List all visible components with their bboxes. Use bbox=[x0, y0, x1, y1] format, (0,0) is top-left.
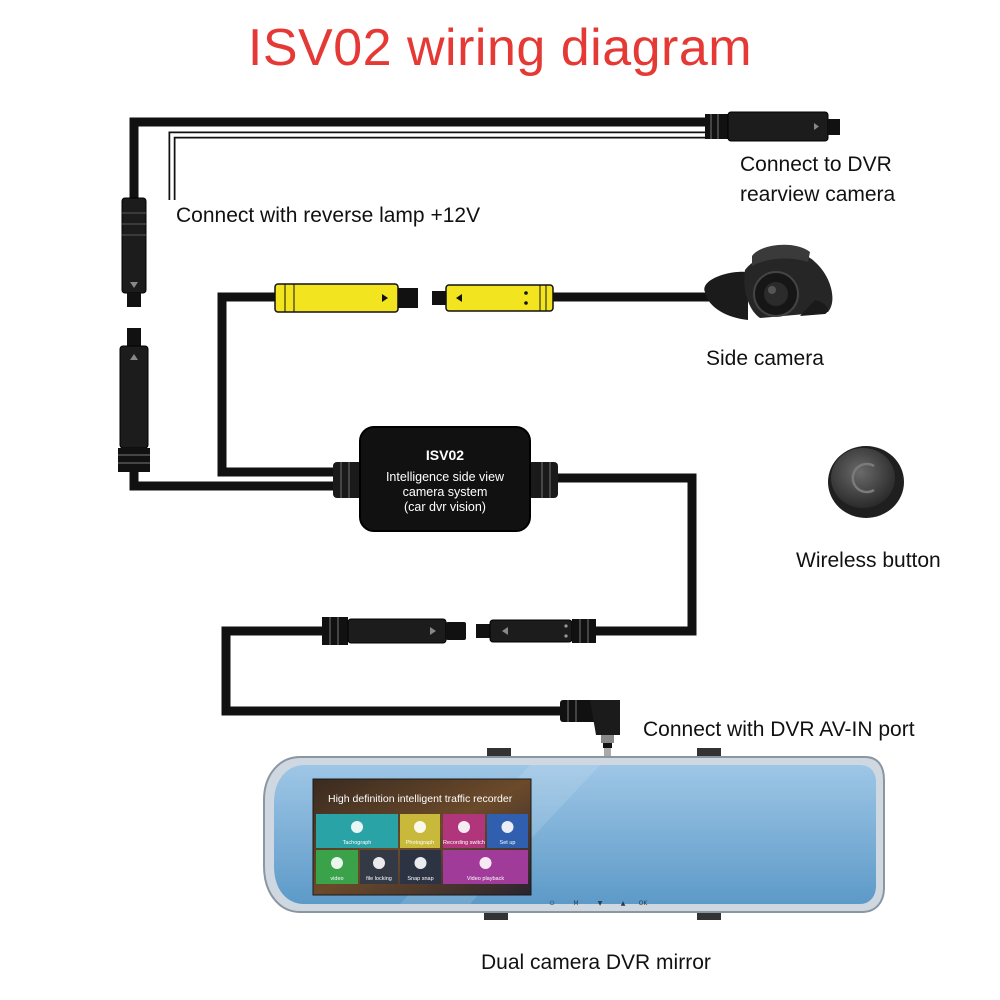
left-cable bbox=[129, 470, 335, 491]
mirror-button-label: M bbox=[573, 900, 578, 907]
mirror-button-label: ⏻ bbox=[550, 900, 555, 907]
screen-tile-icon bbox=[373, 857, 385, 869]
screen-tile-icon bbox=[479, 857, 492, 869]
av-in-label: Connect with DVR AV-IN port bbox=[643, 718, 915, 741]
screen-tile-icon bbox=[414, 821, 426, 833]
dvr-camera-label-line1: Connect to DVR bbox=[740, 153, 892, 176]
wireless-button-label: Wireless button bbox=[796, 549, 941, 572]
mirror-buttons: ⏻ M ▼ ▲ OK bbox=[550, 900, 649, 907]
screen-tile-label: Video playback bbox=[467, 876, 504, 882]
reverse-lamp-wire bbox=[168, 131, 705, 200]
screen-tile-label: Photograph bbox=[406, 840, 434, 846]
output-cable bbox=[555, 473, 697, 636]
screen-tile-label: Set up bbox=[500, 840, 516, 846]
mirror-button-label: OK bbox=[639, 900, 649, 907]
wireless-button-image bbox=[828, 446, 904, 518]
screen-tile-icon bbox=[414, 857, 427, 869]
left-upper-connector bbox=[121, 197, 147, 307]
screen-tile-label: Snap snap bbox=[407, 876, 433, 882]
module-line-3: (car dvr vision) bbox=[404, 500, 486, 514]
dvr-camera-label-line2: rearview camera bbox=[740, 183, 896, 206]
isv02-module: ISV02 Intelligence side view camera syst… bbox=[333, 426, 558, 532]
screen-tile-icon bbox=[458, 821, 470, 833]
screen-tile-icon bbox=[351, 821, 363, 833]
side-camera-cable-left bbox=[217, 292, 335, 477]
av-plug bbox=[560, 700, 620, 766]
module-line-2: camera system bbox=[403, 485, 488, 499]
dvr-cable bbox=[129, 117, 705, 198]
yellow-connector-female bbox=[432, 284, 554, 312]
module-line-1: Intelligence side view bbox=[386, 470, 505, 484]
screen-tile-label: Tachograph bbox=[343, 840, 372, 846]
yellow-connector-male bbox=[274, 283, 418, 313]
side-camera-label: Side camera bbox=[706, 347, 824, 370]
reverse-lamp-label: Connect with reverse lamp +12V bbox=[176, 204, 481, 227]
side-camera-image bbox=[704, 244, 833, 320]
screen-tile-label: Recording switch bbox=[443, 840, 485, 846]
module-name: ISV02 bbox=[426, 447, 464, 463]
lower-connector-female bbox=[476, 619, 596, 643]
mirror-label: Dual camera DVR mirror bbox=[481, 951, 711, 974]
mirror-button-label: ▼ bbox=[598, 900, 603, 907]
lower-connector-male bbox=[322, 617, 466, 645]
screen-tile-icon bbox=[501, 821, 514, 833]
dvr-connector bbox=[705, 111, 840, 142]
av-cable bbox=[221, 626, 562, 716]
dvr-mirror: High definition intelligent traffic reco… bbox=[263, 748, 885, 920]
screen-tile-icon bbox=[331, 857, 343, 869]
screen-tile-label: video bbox=[330, 876, 343, 882]
screen-menu-tiles: Tachograph Photograph Recording switch Set … bbox=[316, 814, 528, 884]
diagram-title: ISV02 wiring diagram bbox=[247, 19, 753, 77]
left-lower-connector bbox=[118, 328, 150, 472]
mirror-button-label: ▲ bbox=[621, 900, 626, 907]
screen-header: High definition intelligent traffic reco… bbox=[328, 793, 513, 805]
screen-tile-label: file locking bbox=[366, 876, 392, 882]
